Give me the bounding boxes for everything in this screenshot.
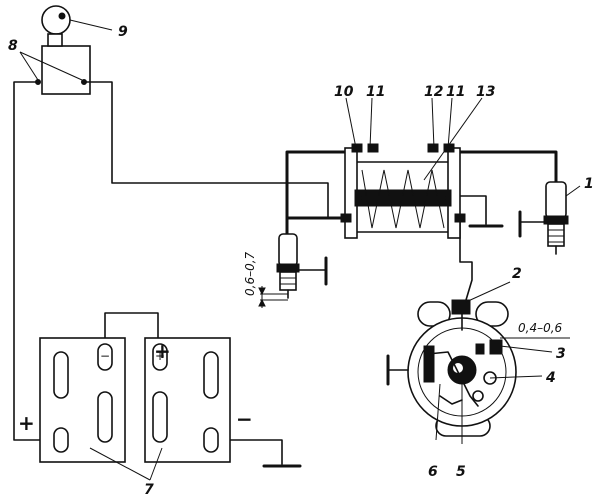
leader-13 [423,97,483,181]
callout-7: 7 [144,482,154,498]
battery-right-cell-plus: + [155,349,165,363]
contact-gap-label: 0,4–0,6 [518,321,563,335]
plug-gap-label: 0,6–0,7 [243,251,257,296]
coil-terminal-top-left-2[interactable] [367,143,379,153]
ignition-switch [35,45,91,95]
battery-right-slot-1 [152,343,168,371]
battery-left-slot-4 [53,427,69,453]
distributor-terminal[interactable] [451,299,471,315]
wire-coil-ground [459,195,487,225]
spark-plug-right-hex [543,215,569,225]
lock-screw[interactable] [472,390,484,402]
battery-left-slot-2 [97,343,113,371]
spark-plug-left-thread [279,271,297,291]
spark-plug-left-hex [276,263,300,273]
battery-right: + − [144,337,253,463]
leader-4 [489,375,543,379]
battery-right-slot-4 [203,427,219,453]
callout-1: 1 [584,176,594,192]
leader-10 [345,97,357,149]
coil-terminal-bottom-left[interactable] [340,213,352,223]
battery-right-slot-2 [203,351,219,399]
callout-10: 10 [334,84,354,100]
ht-lead-left-plug [285,173,347,237]
wire-battery-ground [229,439,283,465]
ht-lead-top-left [285,150,347,177]
callout-2: 2 [512,266,522,282]
callout-labels: 9 8 10 11 12 11 13 1 2 3 4 6 5 7 0,4–0,6… [8,24,594,498]
battery-right-slot-3 [152,391,168,443]
coil-terminal-top-left[interactable] [351,143,363,153]
leader-7b [149,447,163,481]
callout-8: 8 [8,38,18,54]
callout-9: 9 [118,24,128,40]
leader-6 [435,383,441,441]
callout-5: 5 [456,464,466,480]
breaker-contact-fixed [489,339,503,355]
battery-left-cell-minus: − [100,349,110,363]
wire-battery-link [104,312,159,341]
callout-13: 13 [476,84,495,100]
ignition-key-shaft [47,33,63,47]
leader-2 [465,281,511,303]
distributor-ear-right [475,301,509,327]
spark-plug-left-insulator [278,233,298,267]
ignition-key[interactable] [41,5,71,47]
battery-left-slot-1 [53,351,69,399]
spark-plug-right-insulator [545,181,567,219]
ignition-key-head[interactable] [41,5,71,35]
wire-coil-to-breaker [459,221,473,301]
ht-lead-right-plug [453,150,558,184]
leader-lines [19,19,581,481]
spark-plug-right-thread [547,223,565,247]
breaker-contact-moving [475,343,485,355]
battery-plus-terminal-label: + [18,411,35,435]
leader-11b [447,97,453,149]
leader-9 [69,19,113,31]
ignition-switch-body [41,45,91,95]
coil-terminal-top-right[interactable] [427,143,439,153]
wire-switch-to-coil [83,81,346,219]
leader-3 [499,345,553,353]
leader-1 [565,185,581,197]
callout-12: 12 [424,84,443,100]
coil-terminal-bottom-right[interactable] [454,213,466,223]
battery-right-plus-mark: + [154,339,171,363]
callout-11-right: 11 [446,84,465,100]
leader-8a [19,51,39,81]
leader-11a [369,97,373,149]
wire-switch-to-battery [13,81,41,441]
wiring [13,81,558,468]
callout-3: 3 [556,346,566,362]
callout-6: 6 [428,464,438,480]
leader-8b [19,51,83,81]
spark-plug-right [518,181,569,255]
distributor [386,299,517,437]
ignition-key-hole [58,12,66,20]
battery-left: + − [18,337,126,463]
spark-plug-left [258,233,328,308]
callout-11-left: 11 [366,84,385,100]
battery-minus-terminal-label: − [236,407,253,431]
battery-left-slot-3 [97,391,113,443]
capacitor-lead [439,395,463,405]
ignition-coil [340,143,466,239]
breaker-plate [423,345,435,383]
leader-7a [89,447,151,481]
breaker-arm [427,351,479,407]
callout-4: 4 [545,370,556,386]
leader-12 [431,97,435,149]
